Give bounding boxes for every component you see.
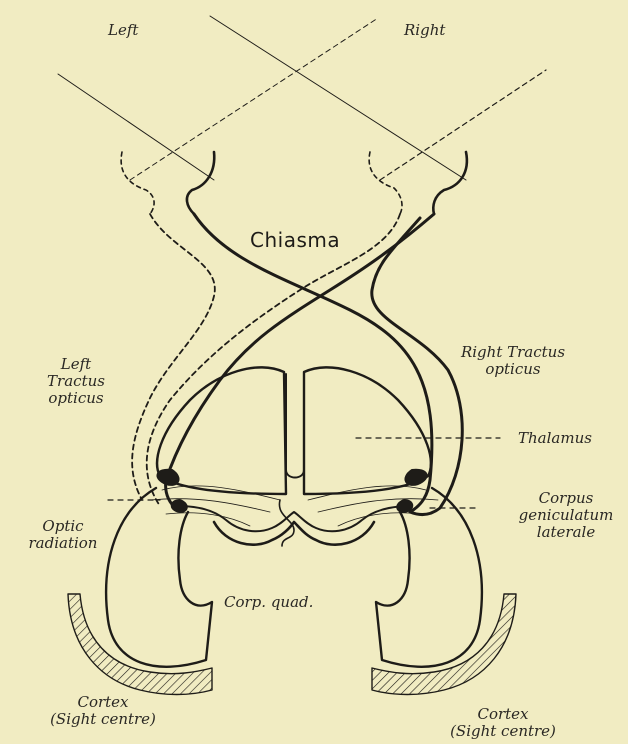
thalamus-label: Thalamus [518,430,592,447]
corpus-geniculatum-label: Corpus geniculatum laterale [510,490,622,541]
right-tract-label: Right Tractus opticus [438,344,588,378]
corpus-line-2: geniculatum [510,507,622,524]
corpus-line-3: laterale [510,524,622,541]
left-eye-label: Left [108,22,138,39]
right-dashed-ray [380,70,546,180]
right-geniculate-lower [397,500,412,512]
right-cortex-hatch [372,594,516,695]
right-tract-line-1: Right Tractus [438,344,588,361]
optic-radiation-line-1: Optic [18,518,108,535]
third-ventricle [286,374,304,478]
right-cortex-line-2: (Sight centre) [436,723,570,740]
right-cortex-line-1: Cortex [436,706,570,723]
left-cortex-line-2: (Sight centre) [38,711,168,728]
left-retina-solid [187,152,214,214]
corpus-line-1: Corpus [510,490,622,507]
right-retina-solid [433,152,467,214]
optic-radiation-line-2: radiation [18,535,108,552]
optic-radiation-label: Optic radiation [18,518,108,552]
left-retina-dashed [121,152,154,214]
left-tract-line-2: Tractus [34,373,118,390]
right-retina-dashed [369,152,402,214]
right-geniculate-body [405,470,426,485]
left-cortex-hatch [68,594,212,695]
corp-quad-label: Corp. quad. [224,594,313,611]
left-optic-radiation [106,488,212,667]
right-tract-line-2: opticus [438,361,588,378]
left-geniculate-lower [172,500,187,512]
right-cortex-label: Cortex (Sight centre) [436,706,570,740]
left-light-ray [58,74,214,180]
crossing-fibre-left-to-right [194,214,432,512]
left-geniculate-body [157,470,178,485]
chiasma-label: Chiasma [250,228,340,252]
right-eye-label: Right [404,22,445,39]
right-light-ray [210,16,466,180]
left-tract-line-1: Left [34,356,118,373]
left-tract-line-3: opticus [34,390,118,407]
left-cortex-line-1: Cortex [38,694,168,711]
left-uncrossed-fibre-dashed-inner [147,214,400,506]
left-tract-label: Left Tractus opticus [34,356,118,407]
left-cortex-label: Cortex (Sight centre) [38,694,168,728]
left-dashed-ray [130,18,378,180]
